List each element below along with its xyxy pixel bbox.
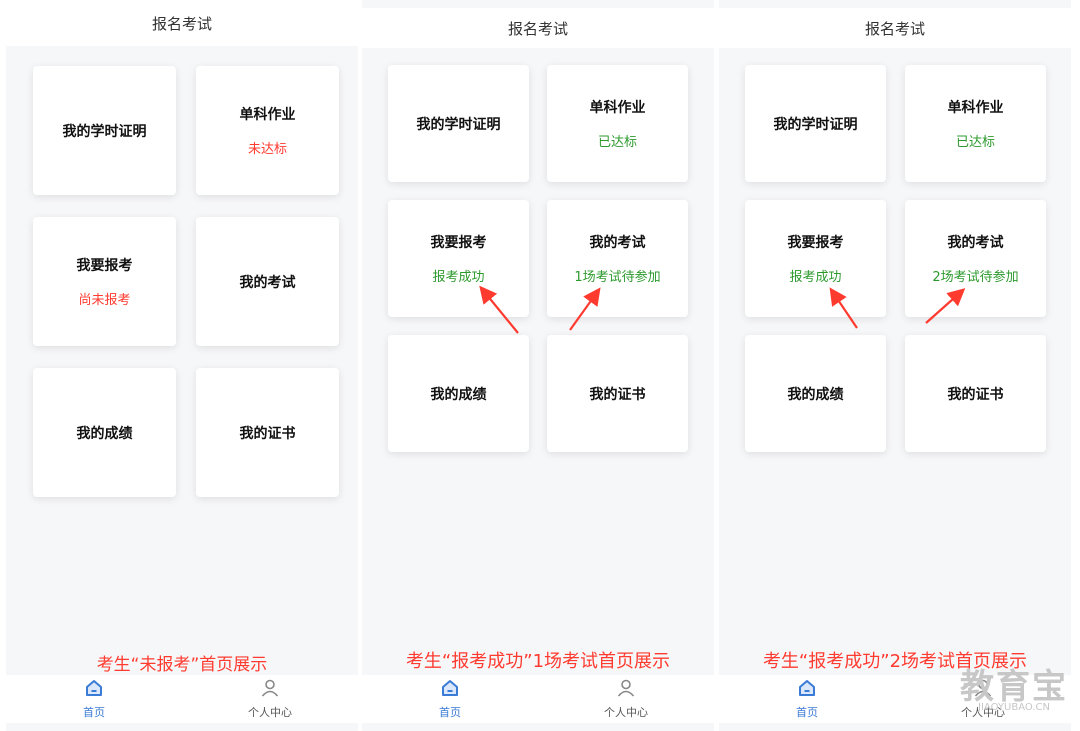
card-title: 我的考试 [239, 274, 296, 291]
card-my-exams[interactable]: 我的考试 2场考试待参加 [905, 200, 1046, 317]
watermark-text: 教育宝 [960, 667, 1068, 707]
tab-personal-center[interactable]: 个人中心 [895, 675, 1071, 723]
tab-home[interactable]: 首页 [6, 675, 182, 723]
page-title: 报名考试 [507, 19, 568, 38]
page-header: 报名考试 [362, 8, 714, 48]
card-title: 单科作业 [239, 107, 296, 123]
user-icon [973, 678, 993, 702]
card-title: 我的成绩 [787, 386, 844, 403]
home-icon [84, 678, 104, 702]
page-title: 报名考试 [151, 14, 212, 33]
card-my-scores[interactable]: 我的成绩 [388, 335, 529, 452]
card-title: 我的考试 [947, 235, 1004, 251]
card-my-scores[interactable]: 我的成绩 [33, 368, 176, 497]
card-register-exam[interactable]: 我要报考 报考成功 [388, 200, 529, 317]
status-text: 2场考试待参加 [932, 270, 1019, 285]
card-title: 我的考试 [589, 235, 646, 251]
status-text: 1场考试待参加 [574, 270, 661, 285]
card-my-exams[interactable]: 我的考试 [196, 217, 339, 346]
caption: 考生“报考成功”2场考试首页展示 [762, 651, 1028, 672]
watermark-logo: 教育宝 JIAOYUBAO.CN [960, 659, 1068, 713]
screen-registered-two-exams: 报名考试 我的学时证明 单科作业 已达标 我要报考 报考成功 我的考试 2场考试… [719, 0, 1071, 731]
tab-label: 个人中心 [604, 706, 648, 719]
watermark-url: JIAOYUBAO.CN [978, 702, 1050, 713]
card-title: 我要报考 [787, 235, 844, 251]
card-title: 我的证书 [947, 386, 1004, 403]
tab-label: 个人中心 [248, 706, 292, 719]
card-my-scores[interactable]: 我的成绩 [745, 335, 886, 452]
card-title: 单科作业 [947, 100, 1004, 116]
card-register-exam[interactable]: 我要报考 尚未报考 [33, 217, 176, 346]
page-header: 报名考试 [6, 0, 358, 46]
card-title: 我的学时证明 [62, 123, 147, 140]
page-title: 报名考试 [864, 19, 925, 38]
user-icon [260, 678, 280, 702]
card-title: 我的证书 [239, 425, 296, 442]
card-title: 我的学时证明 [416, 116, 501, 133]
home-icon [440, 678, 460, 702]
caption: 考生“报考成功”1场考试首页展示 [405, 651, 671, 672]
card-single-subject-homework[interactable]: 单科作业 未达标 [196, 66, 339, 195]
page-header: 报名考试 [719, 8, 1071, 48]
status-text: 未达标 [247, 142, 287, 157]
tab-personal-center[interactable]: 个人中心 [538, 675, 714, 723]
tab-label: 首页 [796, 706, 818, 719]
home-icon [797, 678, 817, 702]
tab-label: 个人中心 [961, 706, 1005, 719]
tab-personal-center[interactable]: 个人中心 [182, 675, 358, 723]
status-text: 报考成功 [789, 270, 842, 285]
tab-label: 首页 [83, 706, 105, 719]
card-title: 我要报考 [76, 258, 133, 274]
status-text: 已达标 [597, 135, 637, 150]
screen-not-registered: 报名考试 我的学时证明 单科作业 未达标 我要报考 尚未报考 我的考试 我的成绩… [6, 0, 358, 731]
card-title: 我的成绩 [76, 425, 133, 442]
card-title: 单科作业 [589, 100, 646, 116]
card-my-exams[interactable]: 我的考试 1场考试待参加 [547, 200, 688, 317]
tab-home[interactable]: 首页 [719, 675, 895, 723]
card-title: 我的学时证明 [773, 116, 858, 133]
screen-registered-one-exam: 报名考试 我的学时证明 单科作业 已达标 我要报考 报考成功 我的考试 1场考试… [362, 0, 714, 731]
tab-bar: 首页 个人中心 [6, 675, 358, 723]
card-study-hours-proof[interactable]: 我的学时证明 [33, 66, 176, 195]
card-title: 我要报考 [430, 235, 487, 251]
card-title: 我的成绩 [430, 386, 487, 403]
card-title: 我的证书 [589, 386, 646, 403]
status-text: 报考成功 [432, 270, 485, 285]
tab-bar: 首页 个人中心 [362, 675, 714, 723]
card-my-certificates[interactable]: 我的证书 [905, 335, 1046, 452]
tab-bar: 首页 个人中心 [719, 675, 1071, 723]
card-single-subject-homework[interactable]: 单科作业 已达标 [905, 65, 1046, 182]
status-text: 已达标 [955, 135, 995, 150]
card-study-hours-proof[interactable]: 我的学时证明 [388, 65, 529, 182]
card-my-certificates[interactable]: 我的证书 [196, 368, 339, 497]
tab-label: 首页 [439, 706, 461, 719]
card-register-exam[interactable]: 我要报考 报考成功 [745, 200, 886, 317]
user-icon [616, 678, 636, 702]
caption: 考生“未报考”首页展示 [96, 655, 268, 675]
card-my-certificates[interactable]: 我的证书 [547, 335, 688, 452]
status-text: 尚未报考 [78, 293, 131, 308]
tab-home[interactable]: 首页 [362, 675, 538, 723]
card-study-hours-proof[interactable]: 我的学时证明 [745, 65, 886, 182]
card-single-subject-homework[interactable]: 单科作业 已达标 [547, 65, 688, 182]
